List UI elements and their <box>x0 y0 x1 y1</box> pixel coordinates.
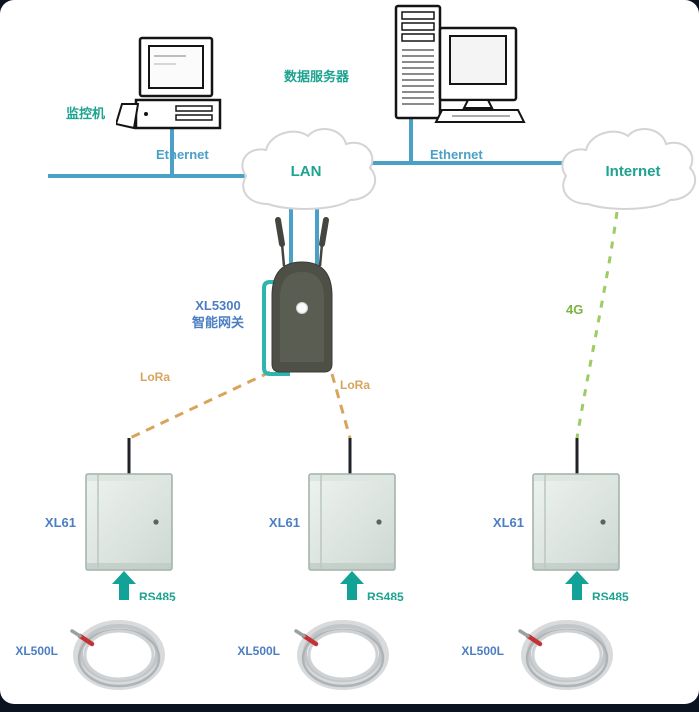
cable-label-1: XL500L <box>15 644 58 658</box>
cable-coil-icon-3 <box>508 600 620 704</box>
cellular-4g-label: 4G <box>566 302 584 317</box>
gateway-icon <box>262 217 333 376</box>
server-label: 数据服务器 <box>284 69 350 84</box>
gateway-led <box>296 302 308 314</box>
ethernet-label-left: Ethernet <box>156 147 209 162</box>
cabinet-icon-1 <box>85 473 173 571</box>
lora-link-right <box>330 373 352 439</box>
gateway-model: XL5300 <box>195 298 241 313</box>
cable-label-2: XL500L <box>237 644 280 658</box>
gateway-name: 智能网关 <box>191 315 244 330</box>
ethernet-label-right: Ethernet <box>430 147 483 162</box>
gateway-teal-bracket <box>262 280 290 376</box>
lora-label-left: LoRa <box>140 370 170 384</box>
cabinet-label-3: XL61 <box>492 515 524 530</box>
cable-label-3: XL500L <box>461 644 504 658</box>
cable-coil-icon-2 <box>284 600 396 704</box>
internet-cloud-icon <box>561 128 697 210</box>
cabinet-label-1: XL61 <box>44 515 76 530</box>
cellular-4g-link <box>575 211 619 439</box>
pc-label: 监控机 <box>66 106 106 121</box>
lora-label-right: LoRa <box>340 378 370 392</box>
gateway-label: XL5300 智能网关 <box>176 297 260 331</box>
lan-cloud-label: LAN <box>290 163 322 180</box>
internet-cloud-label: Internet <box>605 163 661 180</box>
cabinet-icon-2 <box>308 473 396 571</box>
server-icon <box>394 4 526 123</box>
lan-cloud-icon <box>241 128 377 210</box>
cabinet-label-2: XL61 <box>268 515 300 530</box>
cabinet-icon-3 <box>532 473 620 571</box>
cable-coil-icon-1 <box>60 600 172 704</box>
lora-link-left <box>129 370 271 440</box>
desktop-pc-icon <box>116 36 222 130</box>
